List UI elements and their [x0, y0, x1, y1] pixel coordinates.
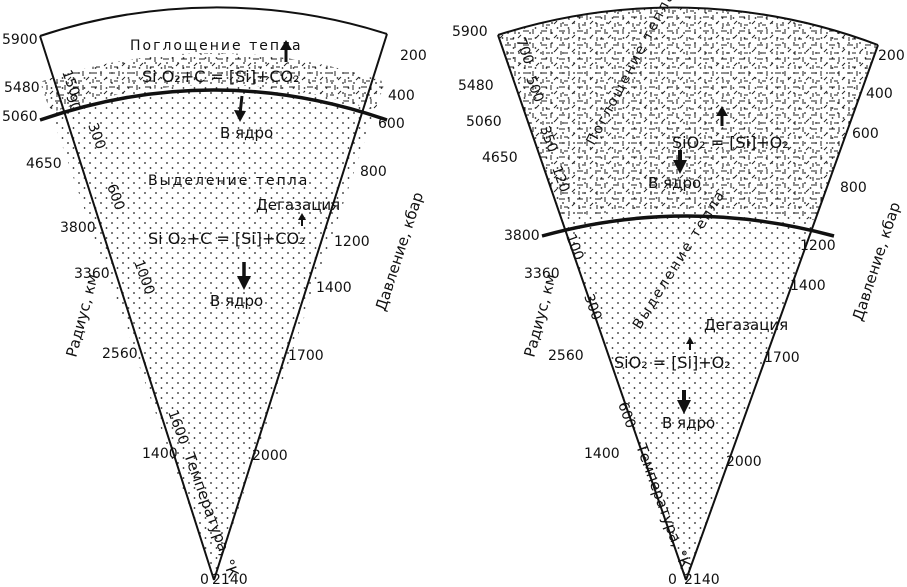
right-r-5060: 5060 [466, 114, 502, 130]
left-r-3360: 3360 [74, 266, 110, 282]
left-r-4650: 4650 [26, 156, 62, 172]
right-p-1400: 1400 [790, 278, 826, 294]
left-p-1200: 1200 [334, 234, 370, 250]
right-degassing-label: Дегазация [704, 316, 788, 334]
right-p-1700: 1700 [764, 350, 800, 366]
right-r-4650: 4650 [482, 150, 518, 166]
left-r-5480: 5480 [4, 80, 40, 96]
right-arrow-down-1 [673, 150, 687, 174]
right-core-label-2: В ядро [662, 414, 715, 432]
left-dotted-region [40, 52, 385, 580]
right-r-5480: 5480 [458, 78, 494, 94]
left-boundary-line [39, 88, 388, 122]
left-arrow-up-degas [298, 213, 306, 226]
right-p-2140: 2140 [684, 572, 720, 587]
right-r-1400: 1400 [584, 446, 620, 462]
left-arrow-down-1 [234, 95, 246, 122]
right-r-3800: 3800 [504, 228, 540, 244]
left-r-1400: 1400 [142, 446, 178, 462]
right-p-400: 400 [866, 86, 893, 102]
left-t-90: 90 [62, 92, 83, 114]
right-p-2000: 2000 [726, 454, 762, 470]
right-arrow-up-degas [686, 337, 694, 350]
left-p-800: 800 [360, 164, 387, 180]
right-r-5900: 5900 [452, 24, 488, 40]
left-r-0: 0 [200, 572, 209, 587]
right-p-1200: 1200 [800, 238, 836, 254]
right-sector-outline [497, 6, 879, 581]
left-arrow-down-2 [237, 262, 251, 290]
right-p-200: 200 [878, 48, 905, 64]
left-axis-pressure: Давление, кбар [372, 190, 427, 313]
left-sector-outline [39, 6, 388, 581]
right-r-0: 0 [668, 572, 677, 587]
left-zone-absorption: Поглощение тепла [130, 38, 303, 54]
right-boundary-line [541, 214, 835, 238]
left-r-5900: 5900 [2, 32, 38, 48]
right-core-label-1: В ядро [648, 174, 701, 192]
left-r-2560: 2560 [102, 346, 138, 362]
left-equation-bottom: Si O₂+C = [Si]+CO₂ [148, 229, 306, 248]
left-equation-top: Si O₂+C = [Si]+CO₂ [142, 67, 300, 86]
left-p-200: 200 [400, 48, 427, 64]
left-axis-radius: Радиус, км [62, 272, 101, 359]
right-equation-top: SiO₂ = [Si]+O₂ [672, 133, 789, 152]
left-zone-release: Выделение тепла [148, 173, 309, 189]
right-panel: 5900 5480 5060 4650 3800 3360 2560 1400 … [452, 0, 905, 587]
right-axis-radius: Радиус, км [520, 272, 559, 359]
left-p-400: 400 [388, 88, 415, 104]
left-p-600: 600 [378, 116, 405, 132]
left-hatched-cap [40, 52, 385, 118]
left-core-label-2: В ядро [210, 292, 263, 310]
left-r-3800: 3800 [60, 220, 96, 236]
left-degassing-label: Дегазация [256, 196, 340, 214]
left-core-label-1: В ядро [220, 124, 273, 142]
right-r-2560: 2560 [548, 348, 584, 364]
right-equation-bottom: SiO₂ = [Si]+O₂ [614, 353, 731, 372]
left-p-2140: 2140 [212, 572, 248, 587]
left-p-1700: 1700 [288, 348, 324, 364]
right-arrow-up-top [716, 106, 728, 126]
right-arrow-down-2 [677, 390, 691, 414]
left-p-2000: 2000 [252, 448, 288, 464]
right-p-800: 800 [840, 180, 867, 196]
right-hatched-region [498, 7, 878, 240]
left-arrow-up-top [280, 40, 292, 62]
left-panel: 5900 5480 5060 4650 3800 3360 2560 1400 … [2, 6, 427, 587]
right-p-600: 600 [852, 126, 879, 142]
left-r-5060: 5060 [2, 109, 38, 125]
right-r-3360: 3360 [524, 266, 560, 282]
left-p-1400: 1400 [316, 280, 352, 296]
